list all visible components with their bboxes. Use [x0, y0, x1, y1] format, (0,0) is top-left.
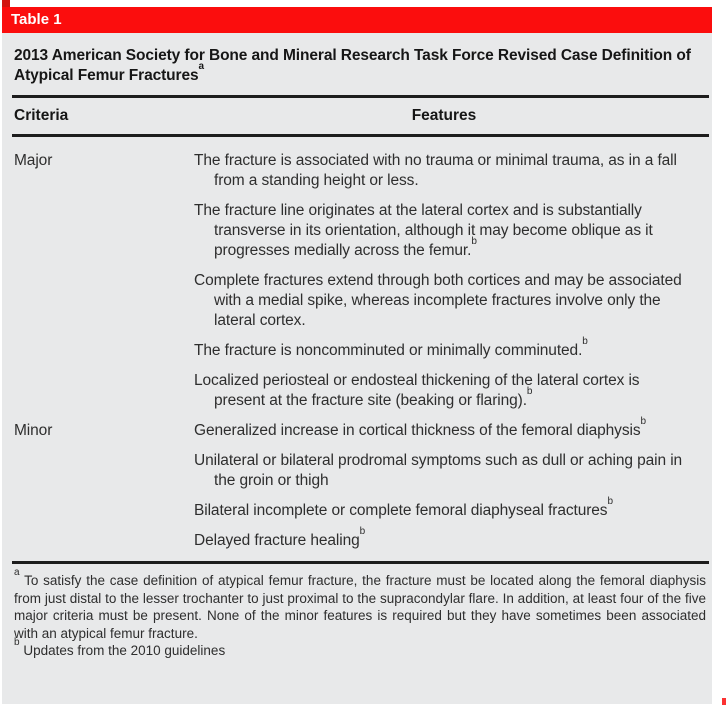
criteria-cell: Major [14, 152, 53, 169]
table-rows: Major The fracture is associated with no … [2, 137, 712, 561]
table-row: Minor Generalized increase in cortical th… [14, 415, 712, 561]
footnotes: a To satisfy the case definition of atyp… [2, 564, 712, 660]
feature-footnote-marker: b [471, 235, 477, 247]
feature-footnote-marker: b [640, 415, 646, 427]
feature-footnote-marker: b [607, 495, 613, 507]
footnote: a To satisfy the case definition of atyp… [14, 566, 706, 641]
table-row: Major The fracture is associated with no … [14, 151, 712, 421]
feature-item: The fracture is noncomminuted or minimal… [194, 335, 588, 359]
table-card: 2013 American Society for Bone and Miner… [2, 33, 712, 704]
column-header-features: Features [411, 107, 477, 124]
page-edge-red-artifact [722, 698, 726, 705]
page-corner-red-notch [2, 0, 10, 8]
features-cell: Generalized increase in cortical thickne… [194, 415, 694, 561]
feature-item: Delayed fracture healingb [194, 525, 366, 549]
features-cell: The fracture is associated with no traum… [194, 151, 694, 421]
feature-item: Unilateral or bilateral prodromal sympto… [194, 452, 683, 489]
feature-item: The fracture is associated with no traum… [194, 152, 677, 189]
criteria-cell: Minor [14, 422, 53, 439]
header-rule-bottom [12, 134, 709, 137]
table-label-bar: Table 1 [2, 7, 712, 33]
column-header-row: Criteria Features [2, 98, 712, 134]
table-title-text: 2013 American Society for Bone and Miner… [14, 47, 691, 84]
footnote-rule [12, 561, 709, 564]
footnote-marker: b [14, 636, 20, 648]
column-header-criteria: Criteria [14, 107, 69, 124]
feature-item: Generalized increase in cortical thickne… [194, 415, 646, 439]
table-label: Table 1 [11, 11, 62, 28]
feature-item: Bilateral incomplete or complete femoral… [194, 495, 613, 519]
feature-item: Complete fractures extend through both c… [194, 272, 682, 329]
feature-footnote-marker: b [526, 385, 533, 397]
title-footnote-marker: a [198, 60, 205, 72]
header-rule-top [12, 95, 709, 98]
feature-footnote-marker: b [359, 525, 366, 537]
feature-item: The fracture line originates at the late… [194, 202, 653, 259]
footnote: b Updates from the 2010 guidelines [14, 636, 226, 658]
table-title: 2013 American Society for Bone and Miner… [14, 46, 700, 86]
feature-item: Localized periosteal or endosteal thicke… [194, 372, 640, 409]
footnote-marker: a [14, 566, 20, 578]
feature-footnote-marker: b [582, 335, 588, 347]
